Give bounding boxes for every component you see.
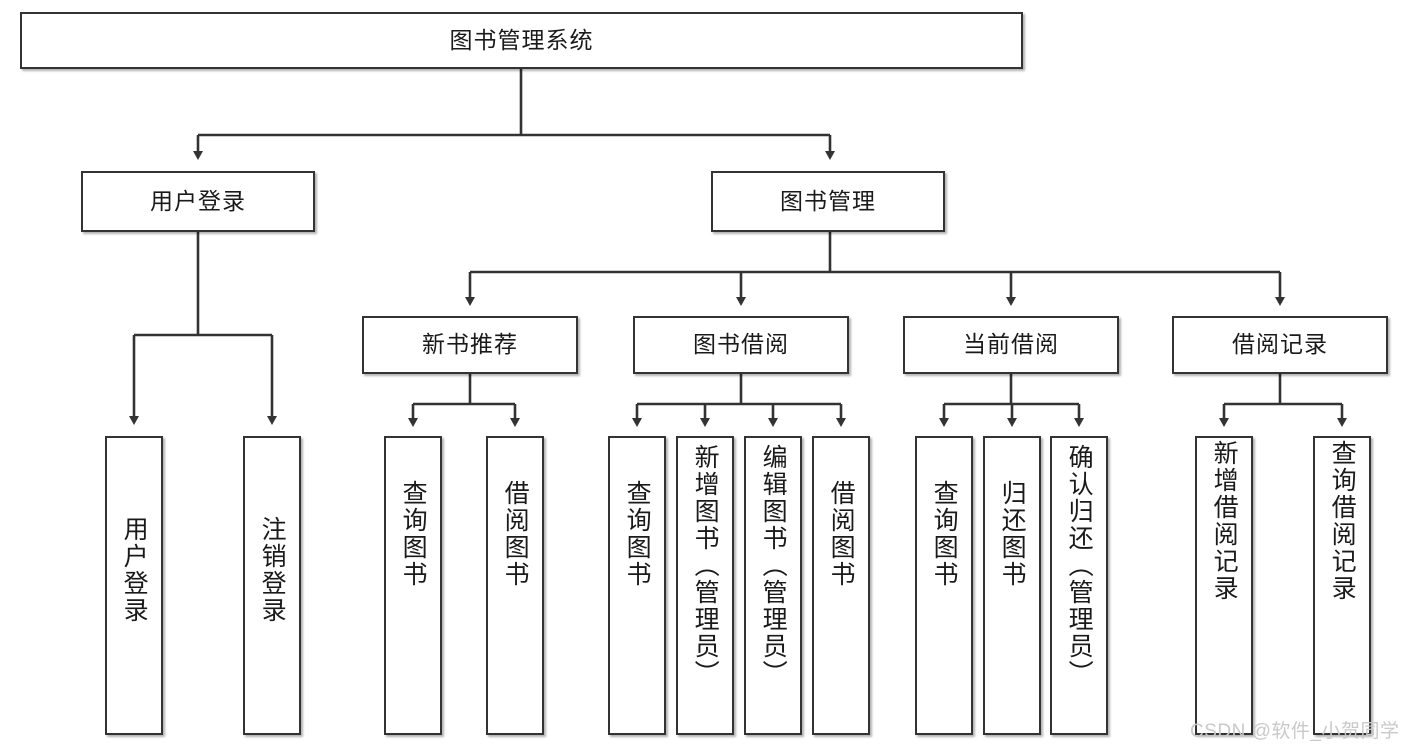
node-leaf-query-borrow-record-label: 查询借阅记录	[1328, 440, 1357, 602]
edges-new-book-rec	[408, 374, 520, 427]
node-leaf-query-book-current[interactable]: 查询图书	[915, 436, 973, 735]
node-leaf-query-book-rec-label: 查询图书	[399, 480, 428, 588]
node-leaf-query-book-current-label: 查询图书	[930, 480, 959, 588]
node-leaf-borrow-book-label: 借阅图书	[827, 480, 856, 588]
node-leaf-user-logout-label: 注销登录	[258, 516, 287, 624]
node-leaf-return-book-label: 归还图书	[998, 480, 1027, 588]
node-leaf-query-book-rec[interactable]: 查询图书	[384, 436, 442, 735]
edges-borrow-record	[1219, 374, 1347, 427]
node-leaf-confirm-return[interactable]: 确认归还（管理员）	[1050, 436, 1108, 735]
node-leaf-edit-book-label: 编辑图书（管理员）	[759, 444, 788, 687]
node-borrow-record-label: 借阅记录	[1232, 331, 1328, 358]
node-leaf-borrow-book-rec-label: 借阅图书	[501, 480, 530, 588]
node-leaf-add-book-label: 新增图书（管理员）	[691, 444, 720, 687]
node-root-label: 图书管理系统	[449, 26, 594, 53]
node-book-manage[interactable]: 图书管理	[711, 171, 945, 232]
node-new-book-rec[interactable]: 新书推荐	[362, 316, 578, 374]
node-leaf-borrow-book[interactable]: 借阅图书	[812, 436, 870, 735]
node-leaf-query-borrow-record[interactable]: 查询借阅记录	[1313, 436, 1371, 735]
node-borrow-record[interactable]: 借阅记录	[1172, 316, 1388, 374]
node-leaf-return-book[interactable]: 归还图书	[983, 436, 1041, 735]
node-user-login-label: 用户登录	[150, 187, 246, 214]
node-leaf-confirm-return-label: 确认归还（管理员）	[1065, 444, 1094, 687]
node-current-borrow-label: 当前借阅	[963, 331, 1059, 358]
node-leaf-borrow-book-rec[interactable]: 借阅图书	[486, 436, 544, 735]
node-leaf-add-book[interactable]: 新增图书（管理员）	[676, 436, 734, 735]
node-book-borrow-label: 图书借阅	[693, 331, 789, 358]
node-leaf-query-book-borrow-label: 查询图书	[623, 480, 652, 588]
node-leaf-add-borrow-record[interactable]: 新增借阅记录	[1195, 436, 1253, 735]
csdn-watermark: CSDN @软件_小贺同学	[1190, 721, 1400, 742]
node-book-borrow[interactable]: 图书借阅	[633, 316, 849, 374]
node-leaf-edit-book[interactable]: 编辑图书（管理员）	[744, 436, 802, 735]
node-leaf-user-login-label: 用户登录	[120, 516, 149, 624]
edges-book-borrow	[632, 374, 846, 427]
node-leaf-user-logout[interactable]: 注销登录	[243, 436, 301, 735]
node-leaf-query-book-borrow[interactable]: 查询图书	[608, 436, 666, 735]
node-current-borrow[interactable]: 当前借阅	[903, 316, 1119, 374]
node-leaf-add-borrow-record-label: 新增借阅记录	[1210, 440, 1239, 602]
node-book-manage-label: 图书管理	[780, 187, 876, 214]
node-leaf-user-login[interactable]: 用户登录	[105, 436, 163, 735]
edges-user-login	[129, 232, 277, 425]
edges-book-manage	[465, 232, 1285, 306]
node-new-book-rec-label: 新书推荐	[422, 331, 518, 358]
node-user-login[interactable]: 用户登录	[81, 171, 315, 232]
node-root[interactable]: 图书管理系统	[20, 12, 1023, 69]
edges-root	[193, 69, 835, 160]
edges-current-borrow	[939, 374, 1084, 427]
